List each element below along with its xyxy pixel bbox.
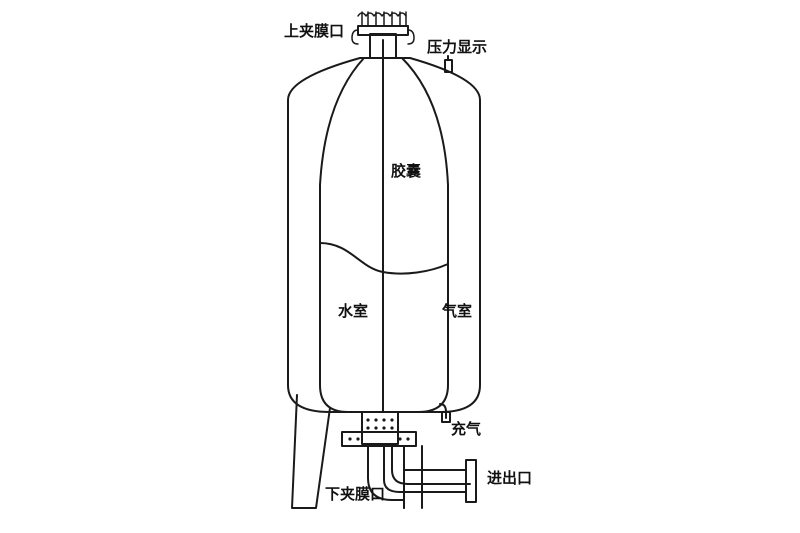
bladder-outline-right <box>401 57 449 413</box>
charging-valve-cap <box>441 411 451 423</box>
support-leg <box>291 394 331 509</box>
label-water-chamber: 水室 <box>338 302 369 320</box>
label-pressure-display: 压力显示 <box>427 38 488 56</box>
lower-clamp-neck <box>361 411 399 445</box>
label-upper-clamp-port: 上夹膜口 <box>284 22 345 40</box>
label-inlet-outlet: 进出口 <box>487 469 533 487</box>
pipe-inner <box>391 445 471 485</box>
upper-clamp-bolts <box>361 11 407 27</box>
lower-clamp-bolts <box>348 418 410 441</box>
bladder-outline <box>319 57 365 413</box>
pipe-outer <box>367 445 405 509</box>
label-charging: 充气 <box>451 420 482 438</box>
label-air-chamber: 气室 <box>442 302 473 320</box>
pipe-drop <box>403 445 423 509</box>
outlet-flange <box>465 459 477 503</box>
upper-clamp-bolt-heads <box>357 12 407 17</box>
lower-clamp-flange <box>341 431 417 447</box>
pipe-lower <box>383 445 405 493</box>
tank-shell <box>287 57 481 413</box>
upper-clamp-side-lugs <box>351 29 415 45</box>
label-lower-clamp-port: 下夹膜口 <box>325 485 386 503</box>
water-level-curve <box>319 242 449 275</box>
label-bladder: 胶囊 <box>391 162 422 180</box>
pipe-horizontal <box>403 469 467 493</box>
